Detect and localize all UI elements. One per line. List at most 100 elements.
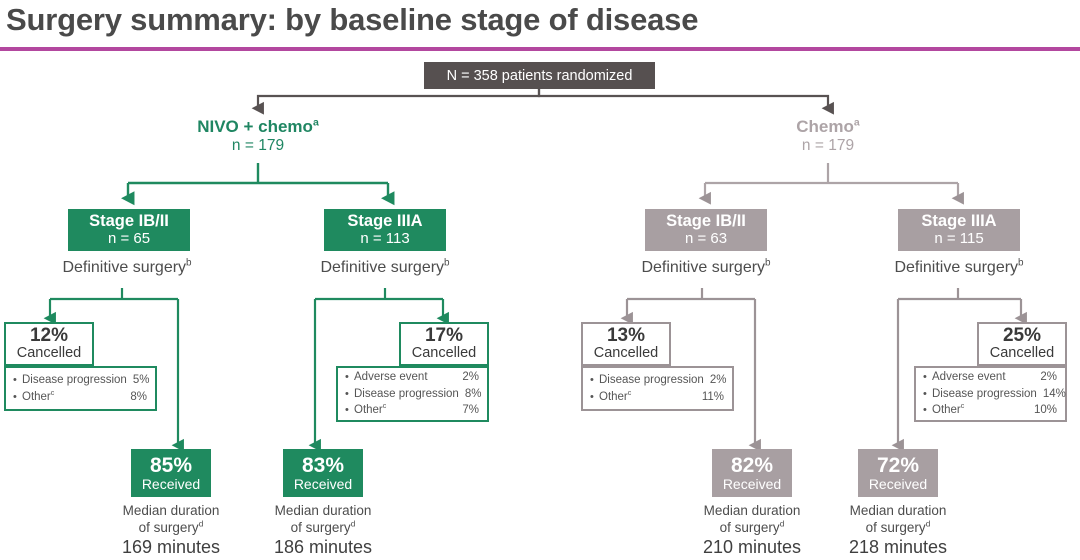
footnote-marker-d: d [198,518,204,529]
reason-text: Disease progression [599,373,704,386]
received-box-4: 72% Received [858,449,938,497]
stage-n: n = 113 [360,229,410,247]
footnote-marker-d: d [350,518,356,529]
reason-row: • Otherc 7% [345,402,479,419]
reason-row: • Disease progression 2% [590,372,727,389]
footnote-marker-b: b [186,257,192,269]
cancelled-label: Cancelled [989,345,1055,362]
stage-n: n = 115 [934,229,984,247]
footnote-marker-b: b [444,257,450,269]
reason-value: 5% [132,373,150,386]
reason-text: Adverse event [354,371,428,384]
bullet-icon: • [590,373,594,386]
median-minutes-3: 210 minutes [702,537,802,557]
definitive-surgery-label-4: Definitive surgeryb [894,257,1024,276]
cancelled-percent: 17% [424,324,464,346]
cancelled-box-1: 12% Cancelled [4,322,94,366]
received-percent: 82% [730,453,774,477]
footnote-marker-b: b [765,257,771,269]
reason-text: Disease progression [354,387,459,400]
arm-name-nivo-chemo: NIVO + chemoa [197,116,319,136]
median-duration-label-2: Median duration of surgeryd [248,503,398,537]
footnote-marker-a: a [853,116,860,129]
cancelled-label: Cancelled [411,345,477,362]
median-line-2: of surgery [290,519,351,535]
stage-title: Stage IB/II [666,212,746,231]
reason-value: 8% [130,390,147,403]
footnote-marker-b: b [1018,257,1024,269]
reason-text: Disease progression [22,373,127,386]
reason-text: Otherc [932,402,965,417]
reason-value: 2% [462,371,479,384]
median-line-2: of surgery [719,519,780,535]
footnote-marker-c: c [627,388,632,397]
reason-row: • Disease progression 8% [345,386,482,403]
title-underline-rule [0,47,1080,51]
stage-box-nivo-iiia: Stage IIIA n = 113 [324,209,446,251]
cancelled-reasons-4: • Adverse event 2% • Disease progression… [914,366,1067,422]
received-label: Received [868,475,928,492]
stage-title: Stage IIIA [347,212,423,231]
bullet-icon: • [923,404,927,417]
bullet-icon: • [590,390,594,403]
footnote-marker-a: a [312,116,319,129]
stage-title: Stage IIIA [921,212,997,231]
reason-text: Disease progression [932,387,1037,400]
received-percent: 83% [301,453,345,477]
total-randomized-box: N = 358 patients randomized [424,62,655,89]
stage-n: n = 65 [107,229,151,247]
definitive-surgery-label-3: Definitive surgeryb [641,257,771,276]
bullet-icon: • [345,387,349,400]
reason-value: 14% [1042,387,1066,400]
reason-text: Otherc [22,388,55,403]
received-box-2: 83% Received [283,449,363,497]
stage-box-chemo-iiia: Stage IIIA n = 115 [898,209,1020,251]
cancelled-label: Cancelled [16,345,82,362]
footnote-marker-c: c [382,402,387,411]
reason-row: • Disease progression 14% [923,386,1066,403]
arm-name-chemo: Chemoa [796,116,860,136]
reason-row: • Adverse event 2% [345,369,479,386]
reason-value: 7% [462,404,479,417]
cancelled-box-4: 25% Cancelled [977,322,1067,366]
median-line-1: Median duration [703,503,801,518]
median-duration-label-1: Median duration of surgeryd [96,503,246,537]
received-label: Received [722,475,782,492]
median-minutes-2: 186 minutes [273,537,373,557]
cancelled-reasons-3: • Disease progression 2% • Otherc 11% [581,366,734,411]
reason-row: • Disease progression 5% [13,372,150,389]
received-percent: 85% [149,453,193,477]
definitive-surgery-label-1: Definitive surgeryb [62,257,192,276]
reason-value: 10% [1033,404,1057,417]
received-label: Received [293,475,353,492]
median-line-1: Median duration [849,503,947,518]
cancelled-percent: 25% [1002,324,1042,346]
cancelled-percent: 13% [606,324,646,346]
reason-row: • Otherc 11% [590,389,724,406]
bullet-icon: • [345,404,349,417]
median-line-1: Median duration [274,503,372,518]
arm-n-nivo-chemo: n = 179 [231,137,285,155]
arm-label-chemo: Chemoa n = 179 [748,117,908,155]
reason-value: 2% [709,373,727,386]
cancelled-percent: 12% [29,324,69,346]
bullet-icon: • [13,390,17,403]
reason-text: Adverse event [932,371,1006,384]
reason-text: Otherc [599,388,632,403]
bullet-icon: • [923,371,927,384]
median-duration-label-4: Median duration of surgeryd [823,503,973,537]
cancelled-reasons-2: • Adverse event 2% • Disease progression… [336,366,489,422]
cancelled-label: Cancelled [593,345,659,362]
median-line-2: of surgery [865,519,926,535]
footnote-marker-d: d [779,518,785,529]
reason-value: 8% [464,387,482,400]
stage-n: n = 63 [684,229,728,247]
footnote-marker-c: c [960,402,965,411]
footnote-marker-d: d [925,518,931,529]
arm-n-chemo: n = 179 [801,137,855,155]
reason-row: • Otherc 10% [923,402,1057,419]
cancelled-box-2: 17% Cancelled [399,322,489,366]
total-randomized-label: N = 358 patients randomized [446,67,633,84]
reason-row: • Adverse event 2% [923,369,1057,386]
